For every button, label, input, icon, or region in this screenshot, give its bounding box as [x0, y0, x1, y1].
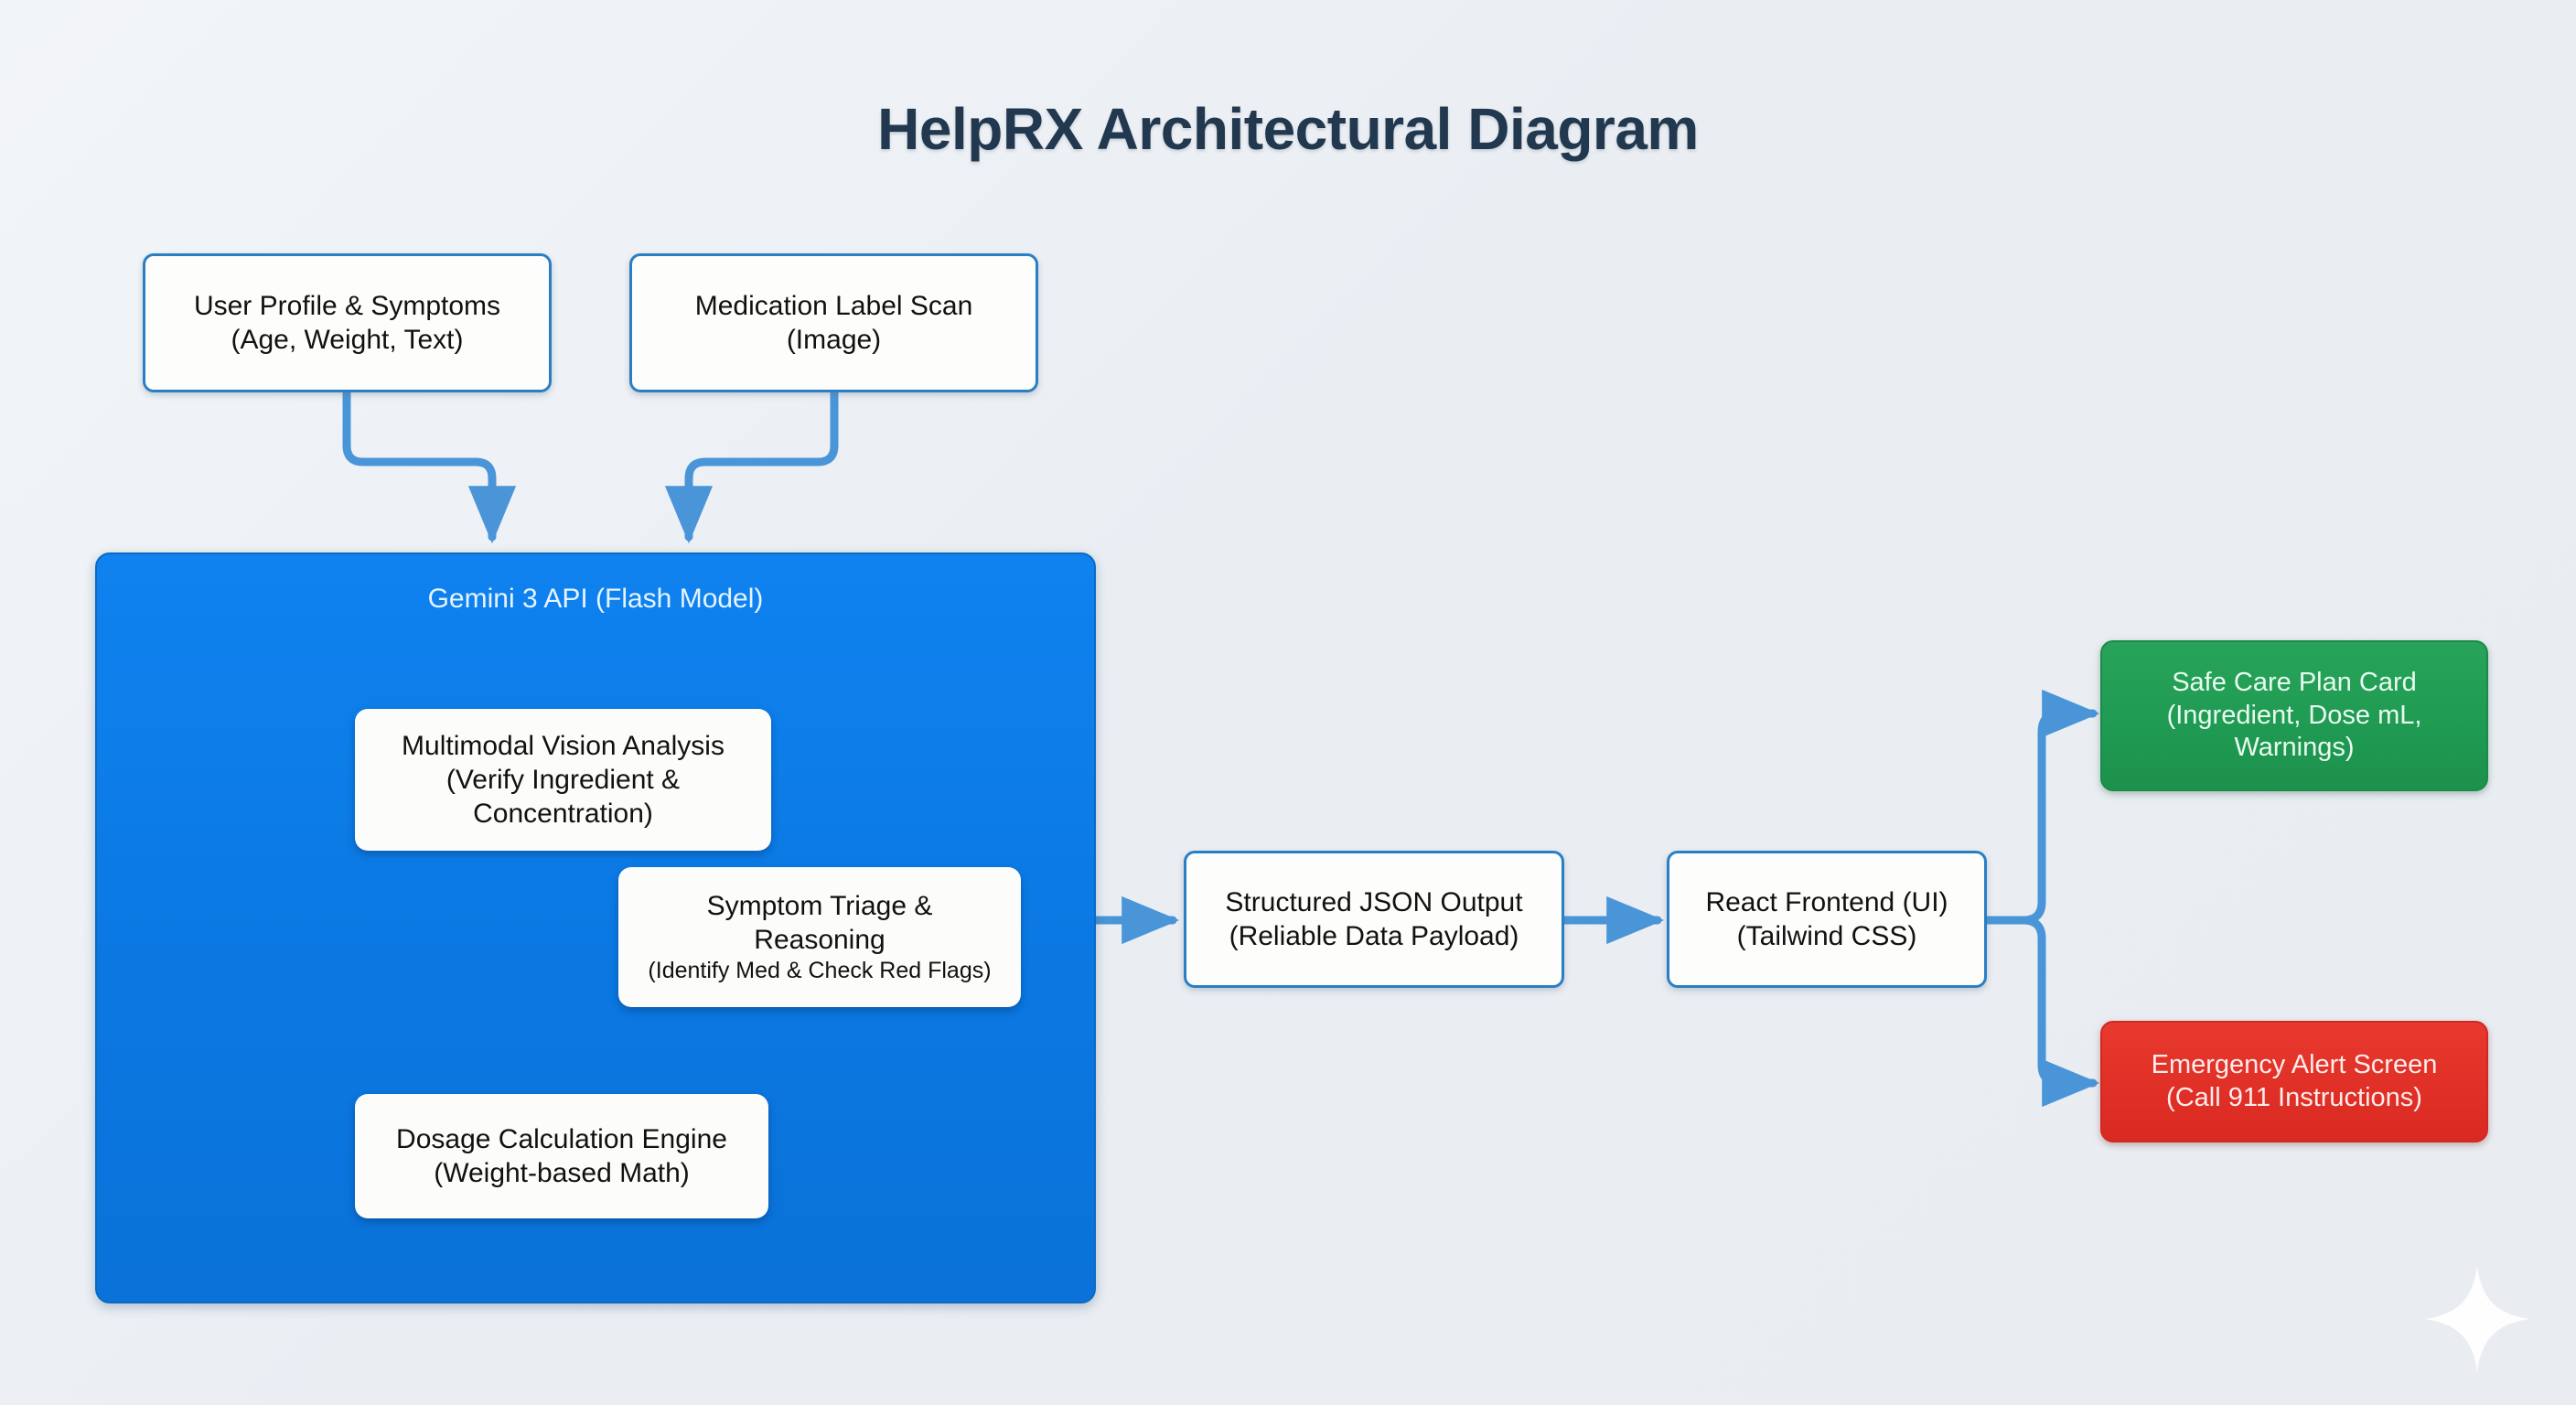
node-line-1: React Frontend (UI)	[1705, 886, 1948, 917]
node-line-2: (Verify Ingredient &	[445, 764, 681, 795]
node-line-1: Symptom Triage &	[706, 890, 933, 921]
node-line-3: Concentration)	[473, 799, 653, 830]
node-line-1: Structured JSON Output	[1225, 886, 1523, 917]
node-line-1: Emergency Alert Screen	[2151, 1049, 2438, 1079]
wire-user-profile-to-gemini	[342, 389, 517, 544]
node-line-2: (Weight-based Math)	[434, 1158, 690, 1188]
wire-medication-scan-to-gemini	[664, 389, 839, 544]
page-title: HelpRX Architectural Diagram	[877, 96, 1699, 162]
node-line-1: User Profile & Symptoms	[193, 290, 501, 321]
gemini-line-1: Gemini 3 API	[427, 584, 588, 614]
node-line-1: Safe Care Plan Card	[2172, 667, 2417, 697]
node-line-2: (Reliable Data Payload)	[1229, 921, 1519, 951]
node-line-2: (Tailwind CSS)	[1736, 921, 1917, 951]
gemini-line-2: (Flash Model)	[596, 584, 764, 614]
node-structured-json-output[interactable]: Structured JSON Output (Reliable Data Pa…	[1184, 851, 1564, 988]
node-line-2: (Ingredient, Dose mL,	[2166, 700, 2422, 730]
node-line-2: (Image)	[786, 325, 882, 355]
node-line-2: Reasoning	[754, 925, 886, 955]
node-line-3: Warnings)	[2234, 733, 2355, 763]
gemini-api-label: Gemini 3 API (Flash Model)	[97, 582, 1094, 617]
node-line-1: Multimodal Vision Analysis	[402, 730, 724, 761]
node-symptom-triage-reasoning[interactable]: Symptom Triage & Reasoning (Identify Med…	[618, 867, 1021, 1007]
wire-fork-to-safe-care-plan	[2019, 689, 2100, 925]
node-react-frontend[interactable]: React Frontend (UI) (Tailwind CSS)	[1667, 851, 1987, 988]
node-line-3: (Identify Med & Check Red Flags)	[648, 958, 992, 984]
node-line-1: Medication Label Scan	[694, 290, 973, 321]
node-line-1: Dosage Calculation Engine	[396, 1123, 727, 1154]
node-dosage-calculation-engine[interactable]: Dosage Calculation Engine (Weight-based …	[355, 1094, 768, 1218]
node-multimodal-vision-analysis[interactable]: Multimodal Vision Analysis (Verify Ingre…	[355, 709, 771, 851]
node-line-2: (Call 911 Instructions)	[2166, 1082, 2422, 1112]
node-line-2: (Age, Weight, Text)	[231, 325, 464, 355]
node-medication-label-scan[interactable]: Medication Label Scan (Image)	[629, 253, 1038, 392]
node-safe-care-plan-card[interactable]: Safe Care Plan Card (Ingredient, Dose mL…	[2100, 640, 2488, 791]
node-user-profile-symptoms[interactable]: User Profile & Symptoms (Age, Weight, Te…	[143, 253, 552, 392]
sparkle-icon	[2424, 1266, 2530, 1372]
node-emergency-alert-screen[interactable]: Emergency Alert Screen (Call 911 Instruc…	[2100, 1021, 2488, 1142]
wire-fork-to-emergency-alert	[2019, 916, 2100, 1108]
